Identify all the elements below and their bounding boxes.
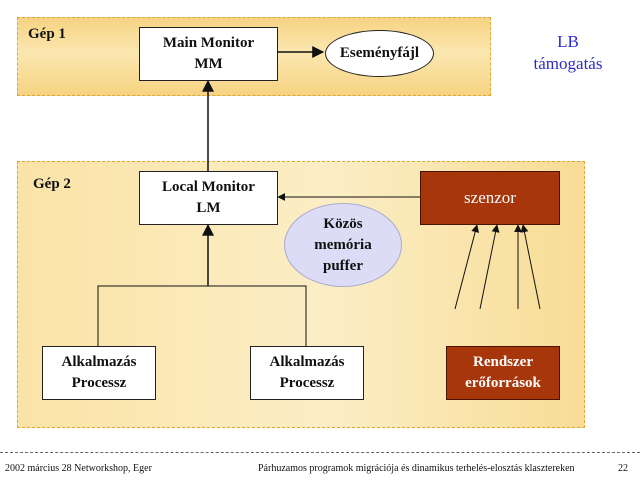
main-monitor-title: Main Monitor [162, 35, 255, 51]
sensor-box: szenzor [420, 171, 560, 225]
lb-support-label: LB támogatás [520, 31, 616, 75]
shared-memory-ellipse: Közös memória puffer [284, 203, 402, 287]
footer-divider [0, 452, 640, 453]
lb-support-line1: LB [557, 32, 579, 51]
machine-2-label: Gép 2 [33, 176, 71, 192]
local-monitor-abbr: LM [196, 200, 221, 216]
lb-support-line2: támogatás [533, 54, 603, 73]
system-resources-box: Rendszer erőforrások [446, 346, 560, 400]
main-monitor-abbr: MM [194, 56, 223, 72]
system-resources-line1: Rendszer [473, 354, 533, 370]
app-process-1-line2: Processz [71, 375, 127, 391]
footer-title: Párhuzamos programok migrációja és dinam… [258, 463, 575, 474]
sensor-input-arrow-4 [520, 224, 541, 310]
local-monitor-box: Local Monitor LM [139, 171, 278, 225]
app-process-box-1: Alkalmazás Processz [42, 346, 156, 400]
event-file-label: Eseményfájl [339, 45, 420, 61]
system-resources-line2: erőforrások [465, 375, 541, 391]
local-monitor-title: Local Monitor [162, 179, 255, 195]
app-process-1-line1: Alkalmazás [61, 354, 137, 370]
event-file-ellipse: Eseményfájl [325, 30, 434, 77]
app-process-2-line1: Alkalmazás [269, 354, 345, 370]
sensor-input-arrow-1 [454, 224, 480, 310]
footer-event: 2002 március 28 Networkshop, Eger [5, 463, 152, 474]
main-monitor-box: Main Monitor MM [139, 27, 278, 81]
app-process-2-line2: Processz [279, 375, 335, 391]
page-number: 22 [618, 463, 628, 474]
process-bus-line [97, 285, 307, 346]
shared-memory-line2: memória [314, 236, 372, 253]
sensor-input-arrow-2 [479, 224, 500, 310]
app-process-box-2: Alkalmazás Processz [250, 346, 364, 400]
shared-memory-line1: Közös [323, 215, 363, 232]
sensor-label: szenzor [464, 188, 516, 207]
machine-1-label: Gép 1 [28, 26, 66, 42]
shared-memory-line3: puffer [323, 257, 363, 274]
